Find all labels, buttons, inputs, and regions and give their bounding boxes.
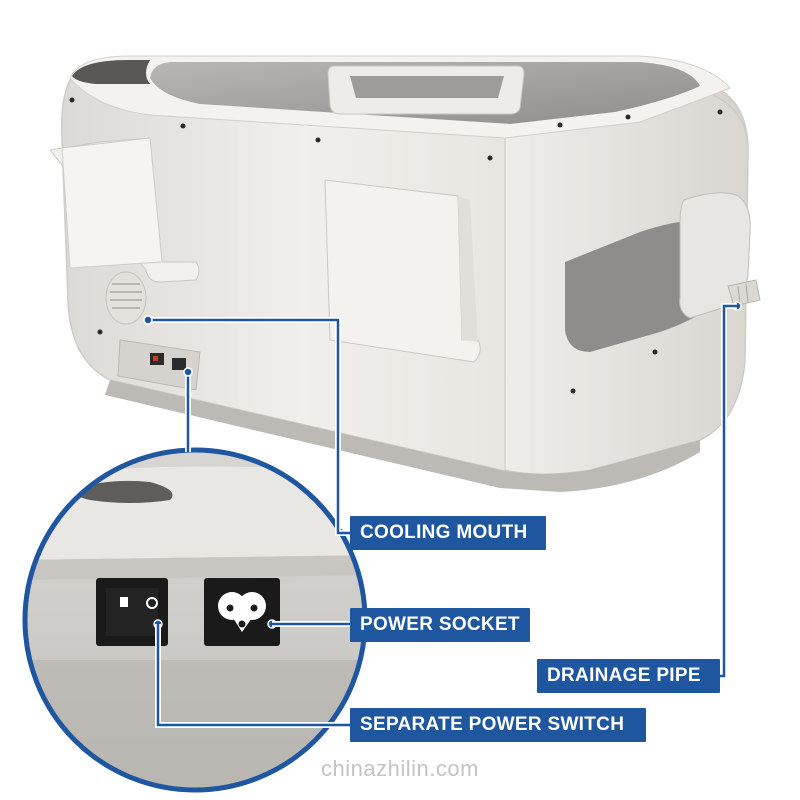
callout-cooling-mouth: COOLING MOUTH (350, 516, 546, 550)
cooling-vent (105, 271, 147, 325)
callout-power-socket: POWER SOCKET (350, 608, 530, 642)
callout-leader-lines (143, 303, 737, 728)
zoom-detail (17, 442, 373, 798)
rear-port-panel (117, 339, 201, 391)
basket-hangers (49, 137, 481, 363)
callout-drainage-pipe: DRAINAGE PIPE (537, 659, 720, 693)
callout-separate-power-switch: SEPARATE POWER SWITCH (350, 708, 646, 742)
watermark-text: chinazhilin.com (321, 756, 479, 781)
